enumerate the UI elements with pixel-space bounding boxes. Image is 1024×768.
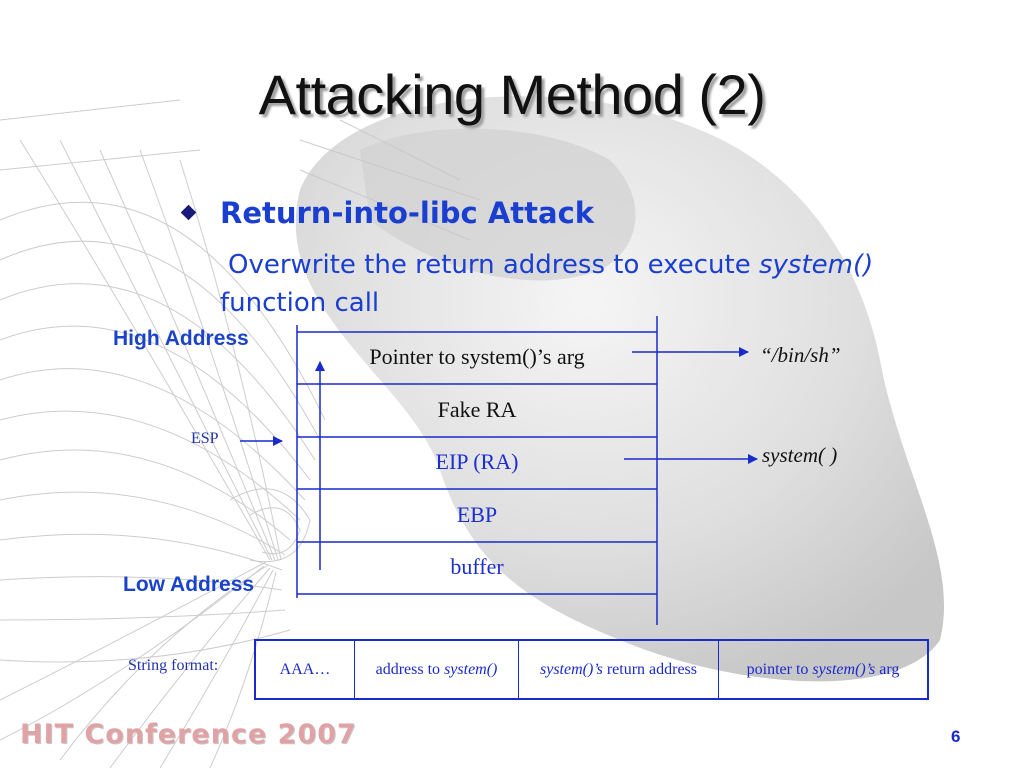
low-address-label: Low Address bbox=[123, 573, 255, 596]
hat-shape bbox=[295, 96, 945, 682]
subtext-plain: Overwrite the return address to execute bbox=[228, 250, 759, 280]
stack-cell-fake-ra: Fake RA bbox=[438, 397, 517, 422]
grid-lines bbox=[0, 99, 481, 768]
format-cell-arg-pointer: pointer to system()’s arg bbox=[718, 639, 929, 700]
format-cell-italic: system() bbox=[444, 660, 498, 678]
stack-cell-eip: EIP (RA) bbox=[436, 449, 519, 474]
table-row: AAA… address to system() system()’s retu… bbox=[254, 639, 929, 700]
slide-title: Attacking Method (2) bbox=[258, 63, 766, 126]
format-cell-text: address to bbox=[375, 660, 445, 678]
format-cell-text: arg bbox=[875, 660, 900, 678]
format-cell-text: return address bbox=[602, 660, 697, 678]
format-cell-text: pointer to bbox=[746, 660, 813, 678]
esp-label: ESP bbox=[191, 430, 219, 447]
subtext-italic: system() bbox=[759, 250, 874, 280]
system-target-label: system( ) bbox=[762, 443, 838, 467]
subtext-line2: function call bbox=[220, 288, 380, 318]
stack-cell-buffer: buffer bbox=[450, 554, 504, 579]
format-cell-return-address: system()’s return address bbox=[518, 639, 719, 700]
string-format-label: String format: bbox=[128, 657, 219, 674]
format-cell-italic: system()’s bbox=[540, 660, 603, 678]
high-address-label: High Address bbox=[113, 327, 249, 350]
format-cell-padding: AAA… bbox=[254, 639, 355, 700]
stack-cell-ebp: EBP bbox=[457, 502, 497, 527]
binsh-target-label: “/bin/sh” bbox=[760, 343, 841, 367]
format-cell-text: AAA… bbox=[279, 660, 331, 678]
format-cell-italic: system()’s bbox=[812, 660, 876, 678]
conference-logo: HIT Conference 2007 bbox=[20, 719, 357, 750]
stack-cell-arg-pointer: Pointer to system()’s arg bbox=[369, 344, 584, 369]
page-number: 6 bbox=[951, 727, 961, 746]
string-format-table: AAA… address to system() system()’s retu… bbox=[254, 639, 929, 700]
bullet-subtext: Overwrite the return address to execute … bbox=[220, 246, 1020, 322]
bullet-heading: Return-into-libc Attack bbox=[220, 196, 595, 230]
format-cell-system-address: address to system() bbox=[354, 639, 519, 700]
